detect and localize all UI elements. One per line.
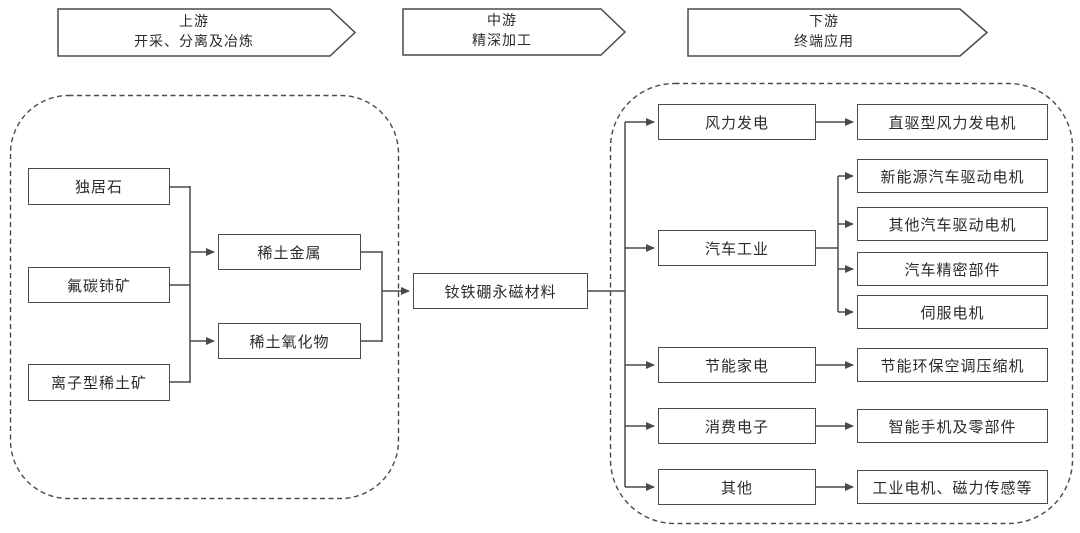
node-wind-power: 风力发电 bbox=[658, 104, 816, 140]
node-eco-ac-compressor: 节能环保空调压缩机 bbox=[857, 348, 1048, 382]
node-other-auto-drive-motor: 其他汽车驱动电机 bbox=[857, 207, 1048, 241]
upstream-stage-desc: 开采、分离及冶炼 bbox=[134, 34, 254, 50]
node-auto-industry: 汽车工业 bbox=[658, 230, 816, 266]
downstream-banner: 下游 终端应用 bbox=[688, 9, 960, 56]
upstream-group-outline bbox=[9, 94, 400, 500]
node-industrial-motor-magnetic-sensing: 工业电机、磁力传感等 bbox=[857, 470, 1048, 504]
node-auto-precision-parts: 汽车精密部件 bbox=[857, 252, 1048, 286]
downstream-stage-label: 下游 bbox=[809, 14, 839, 30]
midstream-stage-desc: 精深加工 bbox=[472, 34, 532, 49]
stage-banner-shapes bbox=[57, 8, 989, 57]
downstream-stage-desc: 终端应用 bbox=[794, 34, 854, 50]
node-direct-drive-wind-generator: 直驱型风力发电机 bbox=[857, 104, 1048, 140]
downstream-group-outline bbox=[609, 82, 1074, 525]
downstream-banner-shape bbox=[687, 8, 989, 57]
upstream-stage-label: 上游 bbox=[179, 14, 209, 30]
node-nev-drive-motor: 新能源汽车驱动电机 bbox=[857, 159, 1048, 193]
midstream-banner: 中游 精深加工 bbox=[403, 9, 601, 55]
node-energy-saving-appliances: 节能家电 bbox=[658, 347, 816, 383]
node-servo-motor: 伺服电机 bbox=[857, 295, 1048, 329]
node-monazite: 独居石 bbox=[28, 168, 170, 205]
midstream-stage-label: 中游 bbox=[487, 14, 517, 29]
node-smartphone-and-parts: 智能手机及零部件 bbox=[857, 409, 1048, 443]
node-rare-earth-oxide: 稀土氧化物 bbox=[218, 323, 361, 359]
upstream-banner-shape bbox=[57, 8, 357, 57]
node-rare-earth-metal: 稀土金属 bbox=[218, 234, 361, 270]
node-ionic-rare-earth-ore: 离子型稀土矿 bbox=[28, 364, 170, 401]
upstream-banner: 上游 开采、分离及冶炼 bbox=[58, 9, 330, 56]
node-others: 其他 bbox=[658, 469, 816, 505]
midstream-banner-shape bbox=[402, 8, 627, 56]
node-ndfeb-magnet-material: 钕铁硼永磁材料 bbox=[413, 273, 588, 309]
node-bastnaesite: 氟碳铈矿 bbox=[28, 267, 170, 303]
node-consumer-electronics: 消费电子 bbox=[658, 408, 816, 444]
connector-lines bbox=[170, 118, 854, 491]
